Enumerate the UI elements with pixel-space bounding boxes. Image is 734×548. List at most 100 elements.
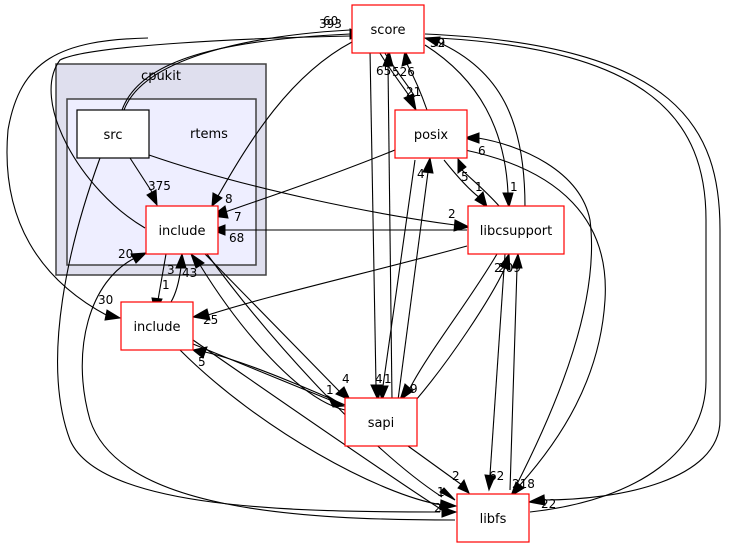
arrowhead bbox=[335, 386, 351, 401]
edge-label: 65 bbox=[376, 64, 391, 78]
edge-score-posix-b[interactable] bbox=[382, 49, 416, 98]
edge-label: 7 bbox=[234, 210, 242, 224]
edge-label: 22 bbox=[541, 497, 556, 511]
node-include[interactable]: include bbox=[120, 301, 194, 351]
arrowhead bbox=[211, 192, 223, 208]
edge-label: 1 bbox=[384, 372, 392, 386]
node-src[interactable]: src bbox=[76, 109, 150, 159]
node-score-label: score bbox=[371, 23, 406, 38]
arrowhead bbox=[422, 156, 434, 174]
edge-score-sapi[interactable] bbox=[369, 49, 377, 386]
cluster-rtems-label: rtems bbox=[190, 127, 228, 142]
edge-include-rtems-include[interactable] bbox=[157, 253, 167, 301]
edge-label: 43 bbox=[182, 266, 197, 280]
edge-libfs-posix[interactable] bbox=[477, 137, 593, 489]
node-sapi[interactable]: sapi bbox=[344, 397, 418, 447]
edge-posix-libfs[interactable] bbox=[464, 149, 606, 486]
edge-libfs-score[interactable] bbox=[437, 37, 707, 513]
arrowhead bbox=[377, 385, 389, 402]
node-libfs[interactable]: libfs bbox=[456, 493, 530, 543]
node-include-rtems[interactable]: include bbox=[145, 205, 219, 255]
edge-label: 1 bbox=[510, 180, 518, 194]
edge-sapi-include-rtems[interactable] bbox=[199, 264, 346, 411]
edge-src-include-rtems[interactable] bbox=[129, 157, 153, 193]
edge-include-rtems-sapi[interactable] bbox=[204, 253, 341, 393]
edge-label: 1 bbox=[326, 383, 334, 397]
edge-label: 1 bbox=[475, 180, 483, 194]
edge-label: 4 bbox=[342, 372, 350, 386]
edge-label: 32 bbox=[430, 36, 445, 50]
edge-label: 218 bbox=[512, 477, 535, 491]
edge-label: 2 bbox=[452, 469, 460, 483]
edge-sapi-libfs[interactable] bbox=[407, 445, 463, 486]
arrowhead bbox=[439, 487, 456, 501]
edge-include-sapi[interactable] bbox=[192, 343, 331, 401]
edge-label: 39 bbox=[430, 36, 445, 50]
edge-libcsupport-posix[interactable] bbox=[461, 169, 501, 208]
arrowhead bbox=[104, 309, 122, 321]
edge-label: 6 bbox=[478, 144, 486, 158]
node-score[interactable]: score bbox=[351, 4, 425, 54]
edge-label: 4 bbox=[375, 372, 383, 386]
cluster-cpukit-label: cpukit bbox=[141, 69, 181, 84]
edge-label: 5 bbox=[461, 170, 469, 184]
edge-libcsupport-sapi[interactable] bbox=[409, 253, 498, 389]
edge-libfs-include-rtems[interactable] bbox=[81, 257, 456, 521]
edge-posix-include-rtems[interactable] bbox=[224, 149, 396, 213]
arrowhead bbox=[190, 252, 205, 269]
edge-include-rtems-score[interactable] bbox=[50, 35, 351, 229]
edge-score-libcsupport[interactable] bbox=[424, 44, 509, 194]
edge-src-score-b[interactable] bbox=[123, 29, 351, 111]
arrowhead bbox=[527, 494, 546, 506]
node-posix[interactable]: posix bbox=[394, 109, 468, 159]
edge-label: 9 bbox=[410, 382, 418, 396]
arrowhead bbox=[399, 383, 414, 402]
edge-include-libfs[interactable] bbox=[179, 349, 443, 506]
arrowhead bbox=[423, 36, 441, 47]
edge-label: 62 bbox=[489, 469, 504, 483]
arrowhead bbox=[463, 132, 480, 144]
edge-score-include-rtems[interactable] bbox=[217, 41, 353, 197]
edge-src-include[interactable] bbox=[6, 37, 149, 317]
edge-label: 1 bbox=[162, 278, 170, 292]
node-libfs-label: libfs bbox=[480, 512, 507, 527]
edge-include-include-rtems[interactable] bbox=[170, 266, 182, 303]
edge-label: 25 bbox=[203, 313, 218, 327]
arrowhead bbox=[382, 49, 394, 67]
edge-score-libfs[interactable] bbox=[424, 33, 721, 501]
edge-include-libfs-b[interactable] bbox=[192, 339, 443, 511]
node-src-label: src bbox=[104, 128, 123, 143]
edge-label: 21 bbox=[406, 85, 421, 99]
edge-label: 2 bbox=[448, 207, 456, 221]
edge-label: 375 bbox=[148, 179, 171, 193]
edge-posix-sapi[interactable] bbox=[382, 159, 416, 387]
edge-src-libcsupport[interactable] bbox=[148, 154, 456, 226]
arrowhead bbox=[403, 93, 417, 112]
arrowhead bbox=[191, 346, 208, 359]
edge-sapi-include[interactable] bbox=[204, 351, 346, 406]
edge-src-libfs[interactable] bbox=[57, 157, 441, 513]
edge-label: 5 bbox=[198, 355, 206, 369]
edge-score-posix[interactable] bbox=[377, 49, 411, 98]
edge-sapi-score[interactable] bbox=[387, 64, 393, 401]
edge-label: 20 bbox=[118, 247, 133, 261]
node-libcsupport[interactable]: libcsupport bbox=[467, 205, 565, 255]
edge-sapi-posix[interactable] bbox=[397, 171, 429, 401]
arrowhead bbox=[453, 219, 471, 232]
edge-sapi-libcsupport[interactable] bbox=[415, 267, 506, 401]
edge-libcsupport-include[interactable] bbox=[207, 245, 468, 316]
arrowhead bbox=[130, 252, 148, 264]
edge-libfs-libcsupport[interactable] bbox=[509, 267, 518, 491]
arrowhead bbox=[457, 478, 470, 494]
arrowhead bbox=[474, 191, 488, 209]
edge-label: 8 bbox=[225, 192, 233, 206]
edge-include-rtems-libfs[interactable] bbox=[206, 253, 443, 498]
edge-libcsupport-libfs[interactable] bbox=[489, 253, 506, 476]
edge-posix-score[interactable] bbox=[406, 63, 428, 111]
edge-libcsupport-score[interactable] bbox=[437, 41, 526, 208]
edge-label: 3 bbox=[167, 263, 175, 277]
node-include-label: include bbox=[133, 320, 180, 335]
edge-label: 30 bbox=[98, 293, 113, 307]
node-libcsupport-label: libcsupport bbox=[480, 224, 553, 239]
edge-posix-libcsupport[interactable] bbox=[443, 159, 481, 199]
